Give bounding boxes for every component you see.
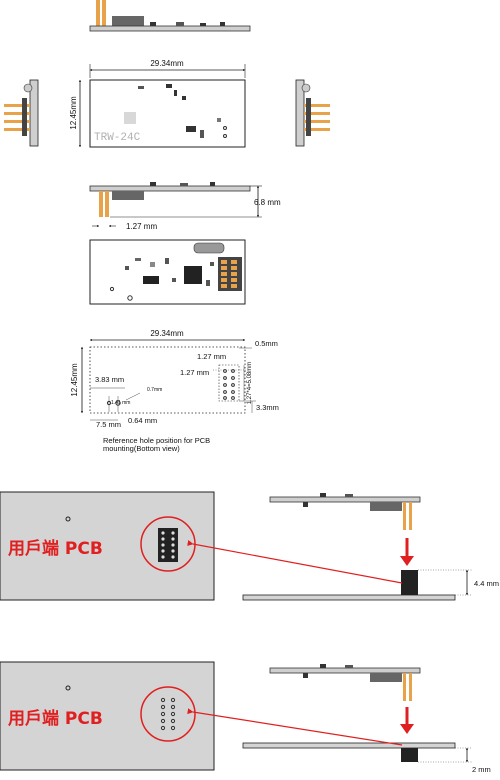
dim-hole-dia: 0.7mm xyxy=(147,387,162,393)
main-top-view xyxy=(78,64,246,148)
gap-bottom-label: 2 mm xyxy=(472,765,491,774)
pcb-scene-bottom xyxy=(0,661,472,771)
right-side-view xyxy=(295,79,330,147)
dim-pitch: 1.27 mm xyxy=(126,222,157,231)
note-line1: Reference hole position for PCB xyxy=(103,436,210,445)
dim-height: 12.45mm xyxy=(69,96,78,130)
dim-right-edge: 3.3mm xyxy=(256,403,279,412)
dim-bottom-height: 12.45mm xyxy=(70,363,79,397)
dim-pitch-v: 1.27 mm xyxy=(180,368,209,377)
bottom-view xyxy=(89,239,246,305)
user-pcb-label-top: 用戶端 PCB xyxy=(8,538,103,559)
dim-offset-small: 1.41 mm xyxy=(111,400,130,406)
module-label: TRW-24C xyxy=(94,132,141,144)
dim-pin-span: 1.27*4=5.08mm xyxy=(247,362,253,405)
dim-bottom-width: 29.34mm xyxy=(150,329,184,338)
user-pcb-label-bottom: 用戶端 PCB xyxy=(8,708,103,729)
gap-top-label: 4.4 mm xyxy=(474,579,499,588)
dim-pad: 0.5mm xyxy=(255,339,278,348)
left-side-view xyxy=(4,79,39,147)
dim-offset-x: 3.83 mm xyxy=(95,375,124,384)
hole-drawing xyxy=(80,338,256,421)
dim-pitch-h: 1.27 mm xyxy=(197,352,226,361)
dim-width: 29.34mm xyxy=(150,59,184,68)
side-view-depth xyxy=(89,182,262,228)
dim-depth: 6.8 mm xyxy=(254,198,281,207)
top-side-view xyxy=(89,0,251,32)
note-line2: mounting(Bottom view) xyxy=(103,444,180,453)
dim-left-edge: 7.5 mm xyxy=(96,420,121,429)
pcb-scene-top xyxy=(0,491,472,601)
dim-hole-pos: 0.64 mm xyxy=(128,416,157,425)
